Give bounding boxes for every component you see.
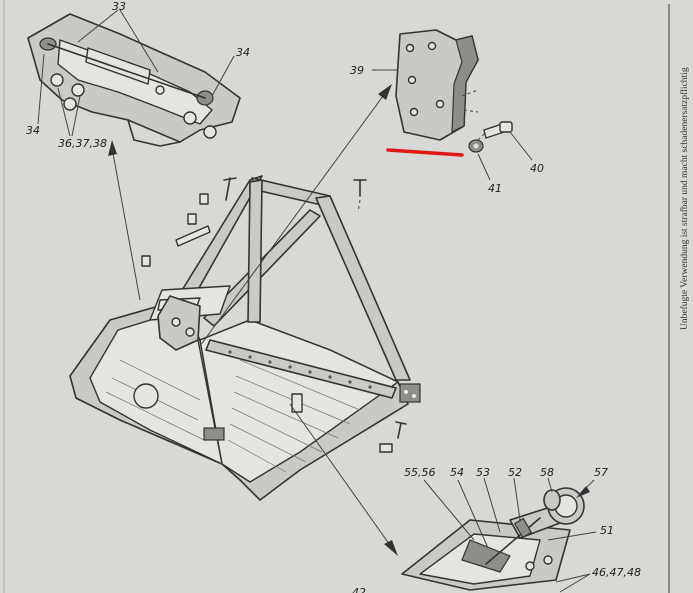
bolt-and-nut: [468, 121, 513, 153]
label-40: 40: [530, 162, 544, 175]
tensioner-assembly-detail: [401, 487, 585, 591]
label-57: 57: [594, 466, 608, 479]
label-42: 42: [352, 586, 366, 593]
main-frame-assembly: [69, 175, 421, 501]
label-34-top: 34: [236, 46, 250, 59]
label-36-37-38: 36,37,38: [58, 137, 107, 150]
label-39: 39: [350, 64, 364, 77]
reference-arrows: [108, 84, 398, 556]
loose-fasteners: [141, 177, 407, 453]
label-58: 58: [540, 466, 554, 479]
label-54: 54: [450, 466, 464, 479]
label-53: 53: [476, 466, 490, 479]
label-41: 41: [488, 182, 502, 195]
label-52: 52: [508, 466, 522, 479]
red-highlight-mark: [386, 148, 464, 157]
bracket-block-detail: [395, 29, 479, 141]
label-51: 51: [600, 524, 614, 537]
copyright-side-text: Unbefugte Verwendung ist strafbar und ma…: [679, 67, 690, 330]
leader-40: [509, 131, 533, 161]
label-46-47-48: 46,47,48: [592, 566, 641, 579]
label-55-56: 55,56: [404, 466, 436, 479]
label-33: 33: [112, 0, 126, 13]
hinge-bracket-detail: [27, 13, 241, 147]
hinge-leaders: [37, 9, 235, 137]
tensioner-leaders: [423, 477, 597, 593]
label-34-bottom: 34: [26, 124, 40, 137]
leader-41: [477, 153, 491, 181]
